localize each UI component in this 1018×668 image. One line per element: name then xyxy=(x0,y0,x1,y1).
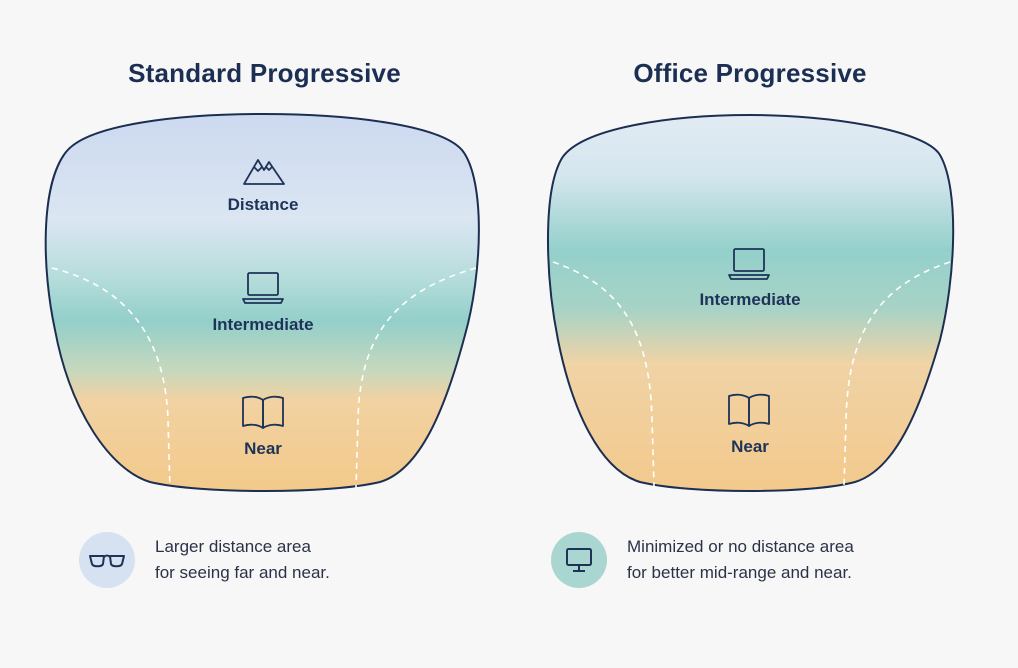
laptop-icon xyxy=(240,268,286,308)
zone-label-intermediate: Intermediate xyxy=(212,315,314,334)
glasses-icon xyxy=(79,532,135,588)
standard-note-line1: Larger distance area xyxy=(155,537,311,556)
office-corridor-right xyxy=(843,261,951,487)
standard-corridor-right xyxy=(355,267,477,489)
zone-label-intermediate: Intermediate xyxy=(699,290,801,309)
zone-label-near: Near xyxy=(731,437,769,456)
book-icon xyxy=(726,390,772,430)
standard-progressive-title: Standard Progressive xyxy=(128,58,401,88)
zone-label-near: Near xyxy=(244,439,282,458)
office-progressive-title: Office Progressive xyxy=(633,58,867,88)
standard-note: Larger distance area for seeing far and … xyxy=(79,532,330,588)
zone-label-distance: Distance xyxy=(227,195,299,214)
office-corridor-left xyxy=(552,261,655,487)
office-note-text: Minimized or no distance area for better… xyxy=(627,534,854,586)
office-note-line1: Minimized or no distance area xyxy=(627,537,854,556)
office-note: Minimized or no distance area for better… xyxy=(551,532,854,588)
monitor-icon xyxy=(551,532,607,588)
office-note-line2: for better mid-range and near. xyxy=(627,563,852,582)
book-icon xyxy=(240,392,286,432)
standard-corridor-left xyxy=(51,267,171,491)
laptop-icon xyxy=(726,244,772,284)
standard-note-line2: for seeing far and near. xyxy=(155,563,330,582)
office-lens xyxy=(547,113,955,492)
mountain-icon xyxy=(241,150,287,190)
standard-note-text: Larger distance area for seeing far and … xyxy=(155,534,330,586)
